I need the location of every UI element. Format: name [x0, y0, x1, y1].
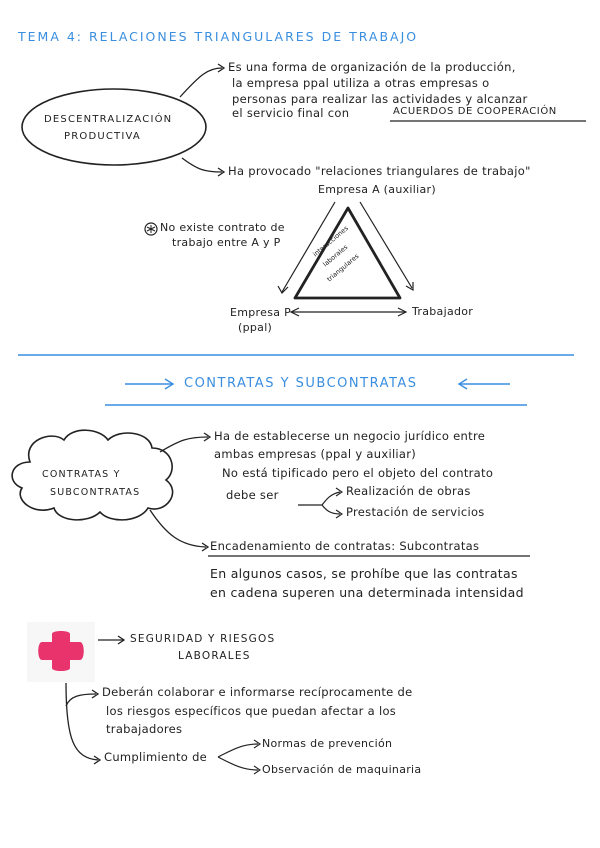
definition-line: el servicio final con	[232, 106, 350, 120]
option-obras: Realización de obras	[346, 484, 471, 498]
definition-line: personas para realizar las actividades y…	[232, 92, 528, 106]
cumplimiento-option: Observación de maquinaria	[262, 763, 422, 776]
seguridad-line: los riesgos específicos que puedan afect…	[106, 704, 397, 718]
note-line: No existe contrato de	[160, 221, 285, 234]
cloud-label-line1: CONTRATAS Y	[42, 469, 121, 480]
triangular-relations-text: Ha provocado "relaciones triangulares de…	[228, 164, 531, 178]
red-cross-icon	[38, 631, 84, 671]
page-title: TEMA 4: RELACIONES TRIANGULARES DE TRABA…	[18, 29, 419, 44]
subcontratas-line: en cadena superen una determinada intens…	[210, 585, 524, 600]
option-servicios: Prestación de servicios	[346, 505, 485, 519]
subcontratas-line: En algunos casos, se prohíbe que las con…	[210, 566, 518, 581]
triangle-top-label: Empresa A (auxiliar)	[318, 183, 436, 196]
definition-line: la empresa ppal utiliza a otras empresas…	[232, 76, 490, 90]
triangle-left-label: Empresa P	[230, 306, 291, 319]
triangular-relations-diagram	[277, 201, 414, 317]
section-heading: CONTRATAS Y SUBCONTRATAS	[184, 376, 418, 391]
seguridad-title-line2: LABORALES	[178, 650, 251, 662]
subcontratas-heading: Encadenamiento de contratas: Subcontrata…	[210, 539, 480, 553]
contratas-line: Ha de establecerse un negocio jurídico e…	[214, 429, 486, 443]
seguridad-line: Deberán colaborar e informarse recíproca…	[102, 685, 413, 699]
cloud-label-line2: SUBCONTRATAS	[50, 487, 141, 498]
contratas-cloud	[11, 429, 174, 521]
cooperation-agreements-highlight: ACUERDOS DE COOPERACIÓN	[393, 106, 557, 117]
seguridad-line: trabajadores	[106, 722, 183, 736]
triangle-left-label: (ppal)	[238, 321, 273, 334]
bubble-label-line1: DESCENTRALIZACIÓN	[44, 114, 173, 125]
note-line: trabajo entre A y P	[172, 236, 281, 249]
contratas-line: No está tipificado pero el objeto del co…	[222, 466, 494, 480]
asterisk-circle-icon	[144, 222, 158, 236]
definition-line: Es una forma de organización de la produ…	[228, 60, 516, 74]
seguridad-title-line1: SEGURIDAD Y RIESGOS	[130, 633, 276, 645]
cumplimiento-option: Normas de prevención	[262, 737, 393, 750]
cumplimiento-label: Cumplimiento de	[104, 750, 208, 764]
descentralizacion-bubble	[21, 88, 207, 166]
contratas-line: debe ser	[226, 488, 279, 502]
contratas-line: ambas empresas (ppal y auxiliar)	[214, 447, 417, 461]
bubble-label-line2: PRODUCTIVA	[64, 131, 141, 142]
triangle-right-label: Trabajador	[412, 305, 474, 318]
